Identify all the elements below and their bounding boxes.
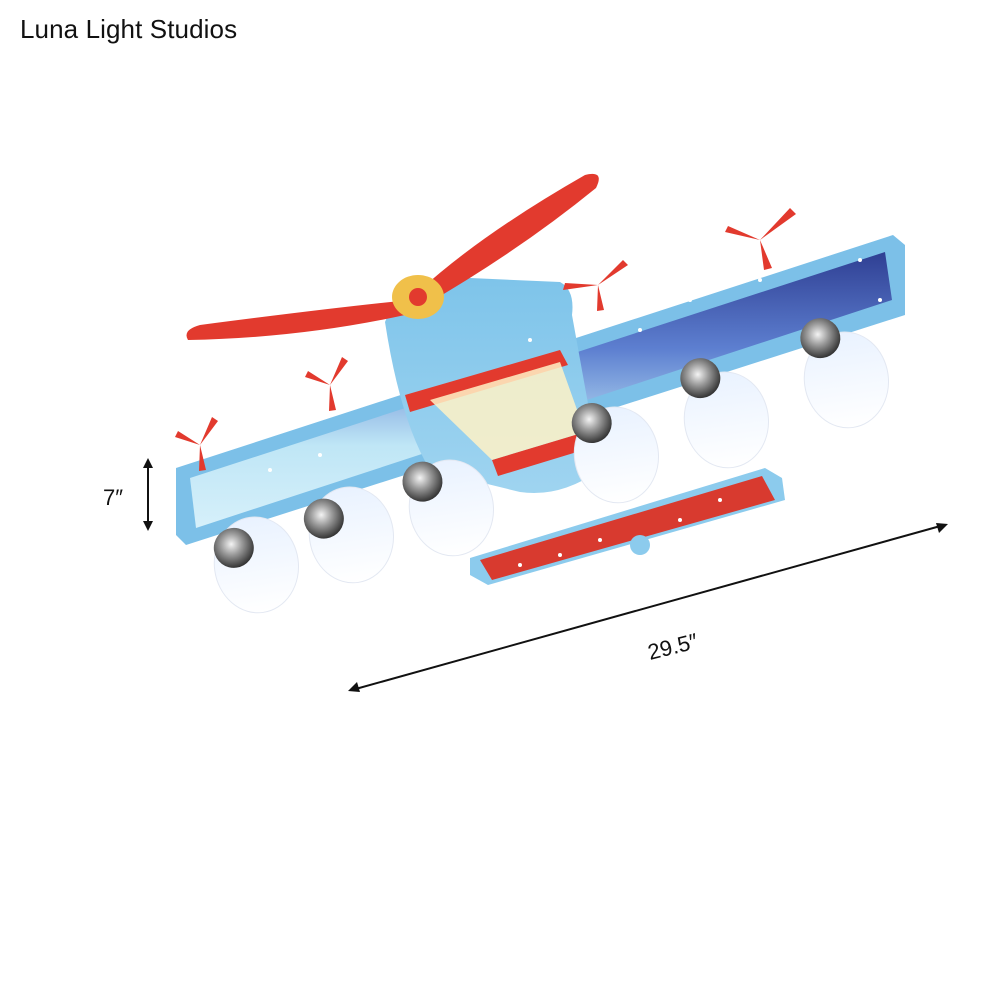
tail-wing — [470, 468, 785, 585]
main-propeller — [186, 173, 599, 340]
decor-stars — [268, 258, 882, 567]
width-label: 29.5″ — [645, 628, 700, 665]
height-label: 7″ — [103, 485, 123, 510]
small-propellers — [175, 208, 796, 471]
brand-name: Luna Light Studios — [20, 14, 238, 44]
light-fixtures — [213, 318, 890, 614]
fuselage — [385, 278, 600, 494]
height-dimension: 7″ — [103, 458, 153, 531]
